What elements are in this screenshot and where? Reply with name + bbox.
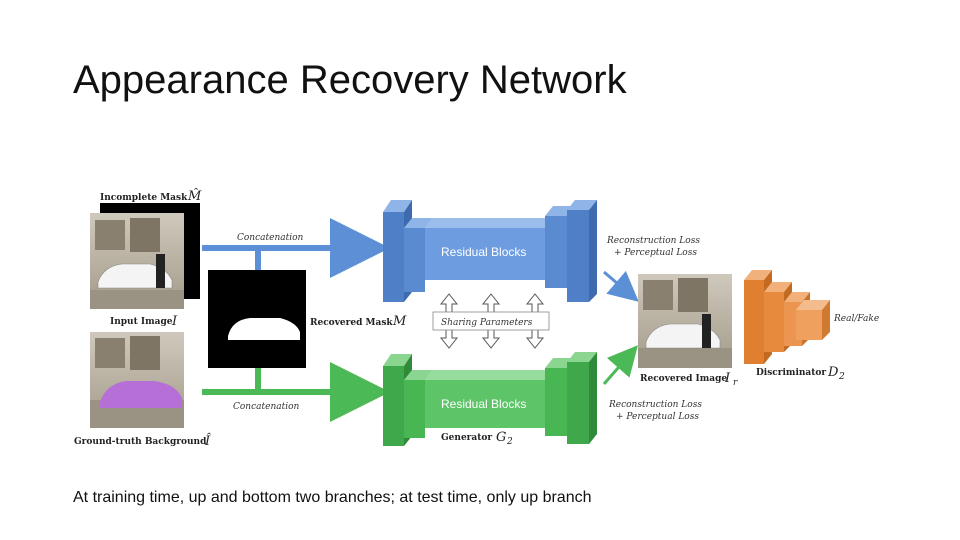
ground-truth-label: Ground-truth Background	[74, 437, 207, 447]
generator-label: Generator	[441, 433, 492, 443]
input-image	[90, 213, 184, 309]
recovered-image	[638, 274, 732, 368]
discriminator-label: Discriminator	[756, 368, 826, 378]
recovered-mask-label: Recovered Mask	[310, 318, 393, 328]
loss-top-line2: + Perceptual Loss	[614, 248, 697, 258]
recovered-image-symbol: I	[724, 371, 731, 386]
loss-top-line1: Reconstruction Loss	[606, 236, 700, 246]
concat-top-label: Concatenation	[237, 233, 304, 243]
sharing-parameters-box	[432, 311, 550, 331]
bottom-output-arrow	[602, 345, 638, 385]
top-generator	[383, 200, 597, 302]
discriminator-symbol: D	[827, 365, 839, 380]
discriminator	[744, 270, 830, 364]
top-output-arrow	[603, 270, 639, 302]
discriminator-subscript: 2	[838, 372, 845, 382]
generator-subscript: 2	[506, 437, 513, 447]
recovered-mask-car	[228, 318, 300, 340]
real-fake-label: Real/Fake	[833, 314, 879, 324]
concat-bottom-label: Concatenation	[233, 402, 300, 412]
top-concat-arrow	[202, 218, 390, 278]
ground-truth-symbol: Î	[204, 433, 211, 449]
sharing-parameters-label: Sharing Parameters	[441, 318, 533, 328]
slide-title: Appearance Recovery Network	[73, 58, 627, 102]
incomplete-mask-label: Incomplete Mask	[100, 193, 188, 203]
input-image-label: Input Image	[110, 317, 173, 327]
recovered-image-subscript: r	[733, 378, 738, 388]
ground-truth-image	[90, 332, 184, 428]
input-image-symbol: I	[171, 314, 178, 329]
slide-caption: At training time, up and bottom two bran…	[73, 489, 592, 506]
residual-top-label: Residual Blocks	[441, 245, 526, 259]
bottom-generator	[383, 352, 597, 446]
loss-bottom-line2: + Perceptual Loss	[616, 412, 699, 422]
bottom-concat-arrow	[202, 362, 390, 422]
recovered-image-label: Recovered Image	[640, 374, 727, 384]
loss-bottom-line1: Reconstruction Loss	[608, 400, 702, 410]
residual-bottom-label: Residual Blocks	[441, 397, 526, 411]
recovered-mask-symbol: M	[392, 314, 407, 329]
generator-symbol: G	[496, 430, 506, 445]
incomplete-mask-symbol: M̂	[187, 188, 202, 204]
